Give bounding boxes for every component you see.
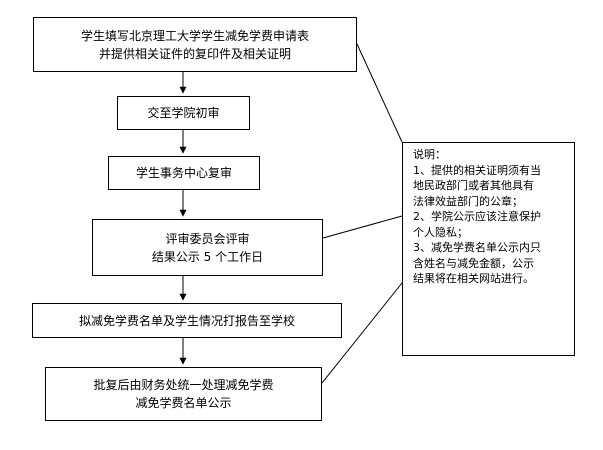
note-line: 含姓名与减免金额，公示 xyxy=(413,256,534,270)
note-line: 个人隐私； xyxy=(413,225,468,239)
step-affairs-center-review: 学生事务中心复审 xyxy=(108,156,260,190)
step-college-review: 交至学院初审 xyxy=(117,96,250,130)
step-apply-form-line2: 并提供相关证件的复印件及相关证明 xyxy=(98,46,291,61)
explanation-note: 说明： 1、提供的相关证明须有当 地民政部门或者其他具有 法律效益部门的公章； … xyxy=(402,142,575,356)
note-connector-step4 xyxy=(322,215,403,239)
step-report-to-school: 拟减免学费名单及学生情况打报告至学校 xyxy=(32,303,342,338)
step-report-to-school-label: 拟减免学费名单及学生情况打报告至学校 xyxy=(78,313,295,328)
note-line: 3、减免学费名单公示内只 xyxy=(413,241,541,254)
step-finance-process-line2: 减免学费名单公示 xyxy=(135,396,232,410)
step-committee-review: 评审委员会评审 结果公示 5 个工作日 xyxy=(92,219,323,276)
step-college-review-label: 交至学院初审 xyxy=(147,106,220,120)
note-connector-step6 xyxy=(321,282,403,384)
note-title: 说明： xyxy=(413,148,446,161)
step-affairs-center-review-label: 学生事务中心复审 xyxy=(135,166,232,180)
step-committee-review-line2: 结果公示 5 个工作日 xyxy=(151,249,264,264)
note-line: 2、学院公示应该注意保护 xyxy=(413,210,541,223)
step-apply-form: 学生填写北京理工大学学生减免学费申请表 并提供相关证件的复印件及相关证明 xyxy=(33,17,357,72)
note-connector-step1 xyxy=(356,43,403,143)
note-line: 1、提供的相关证明须有当 xyxy=(413,163,541,177)
step-finance-process-line1: 批复后由财务处统一处理减免学费 xyxy=(93,378,274,392)
note-line: 地民政部门或者其他具有 xyxy=(413,179,534,192)
step-finance-process: 批复后由财务处统一处理减免学费 减免学费名单公示 xyxy=(45,367,322,421)
step-apply-form-line1: 学生填写北京理工大学学生减免学费申请表 xyxy=(80,28,309,43)
note-line: 法律效益部门的公章； xyxy=(413,194,523,208)
note-line: 结果将在相关网站进行。 xyxy=(413,272,534,285)
step-committee-review-line1: 评审委员会评审 xyxy=(165,231,250,246)
